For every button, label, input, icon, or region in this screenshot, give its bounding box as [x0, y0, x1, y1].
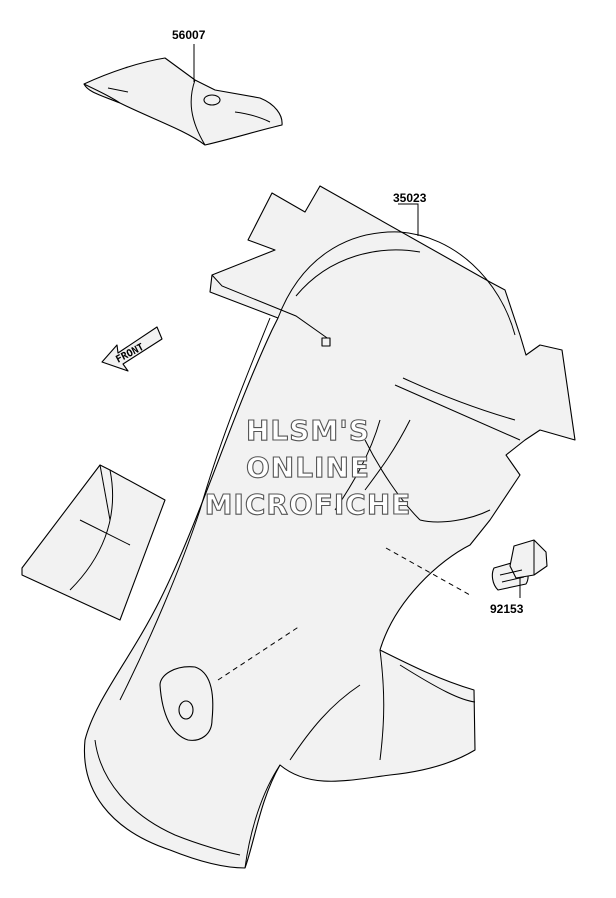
part-number-35023[interactable]: 35023	[393, 191, 427, 205]
part-number-92153[interactable]: 92153	[490, 602, 524, 616]
part-56007-label-pad[interactable]	[83, 57, 283, 146]
part-number-56007[interactable]: 56007	[172, 28, 206, 42]
watermark-line-3: MICROFICHE	[205, 488, 412, 521]
part-92153-bolt[interactable]	[491, 539, 548, 591]
watermark: HLSM'S ONLINE MICROFICHE	[204, 413, 412, 521]
alignment-line-socket	[217, 625, 301, 681]
watermark-line-1: HLSM'S	[246, 414, 370, 447]
alignment-line-bolt	[385, 547, 471, 596]
leader-35023	[398, 203, 419, 236]
part-35023-cover[interactable]	[21, 185, 576, 869]
watermark-line-2: ONLINE	[246, 451, 370, 484]
front-direction-arrow: FRONT	[101, 326, 163, 372]
